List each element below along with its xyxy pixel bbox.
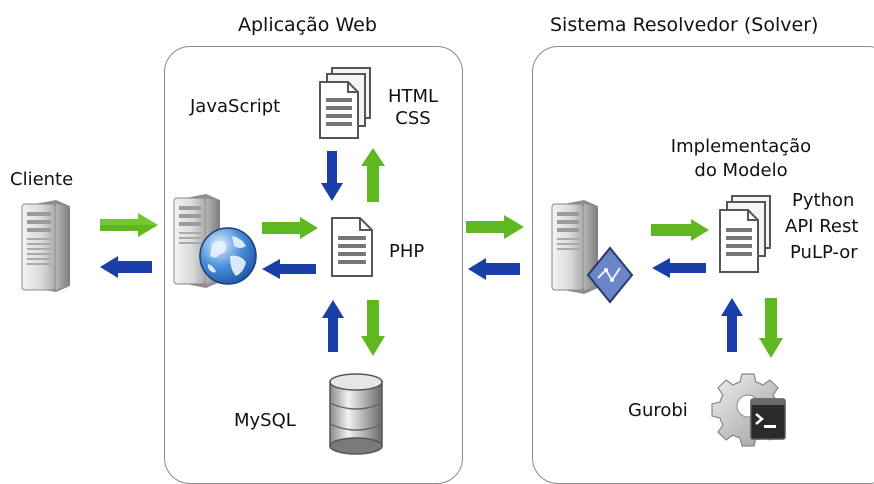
pulp-label: PuLP-or xyxy=(790,242,858,263)
php-label: PHP xyxy=(389,241,425,262)
forward-arrow xyxy=(759,298,783,358)
backward-arrow xyxy=(321,151,343,201)
web-app-title: Aplicação Web xyxy=(238,14,377,36)
documents-icon xyxy=(319,67,371,139)
implementation-label-line1: Implementação xyxy=(670,136,812,157)
gurobi-label: Gurobi xyxy=(628,400,688,421)
document-icon xyxy=(331,217,373,277)
css-label: CSS xyxy=(395,108,431,129)
forward-arrow xyxy=(361,300,385,356)
python-label: Python xyxy=(792,190,855,211)
globe-icon xyxy=(199,227,257,285)
mysql-label: MySQL xyxy=(234,410,296,431)
database-icon xyxy=(329,373,383,455)
terminal-icon xyxy=(750,398,786,440)
api-rest-label: API Rest xyxy=(785,216,859,237)
implementation-label-line2: do Modelo xyxy=(694,160,788,181)
server-icon xyxy=(21,200,70,292)
forward-arrow xyxy=(262,217,318,239)
backward-arrow xyxy=(322,300,344,352)
backward-arrow xyxy=(100,256,152,278)
solver-title: Sistema Resolvedor (Solver) xyxy=(550,14,819,36)
backward-arrow xyxy=(721,298,743,352)
javascript-label: JavaScript xyxy=(190,96,281,117)
forward-arrow xyxy=(651,219,709,241)
forward-arrow xyxy=(100,213,158,237)
backward-arrow xyxy=(262,259,316,279)
html-label: HTML xyxy=(387,86,439,107)
backward-arrow xyxy=(652,258,706,278)
solver-server-icon xyxy=(551,200,598,294)
forward-arrow xyxy=(361,148,385,202)
forward-arrow xyxy=(466,215,524,239)
client-label: Cliente xyxy=(10,169,74,190)
diagram-icon xyxy=(586,246,634,304)
backward-arrow xyxy=(468,258,520,280)
documents-icon xyxy=(719,195,771,273)
